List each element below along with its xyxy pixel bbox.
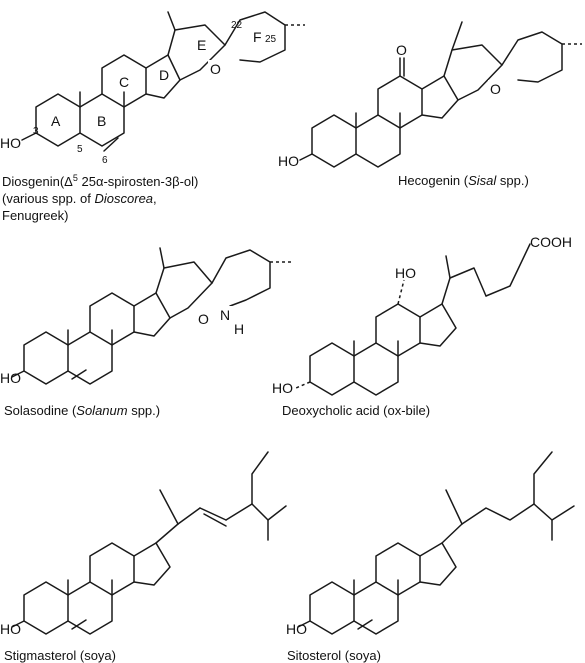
- ring-label-f: F: [253, 29, 262, 45]
- diosgenin-hydroxyl: HO: [0, 135, 21, 151]
- stigmasterol-structure: HO Stigmasterol (soya): [0, 451, 287, 663]
- sitosterol-caption: Sitosterol (soya): [287, 648, 381, 663]
- diosgenin-caption-line-1: Diosgenin(Δ5 25α-spirosten-3β-ol): [2, 173, 198, 189]
- carbon-number-25: 25: [265, 34, 277, 45]
- solasodine-structure: O N H HO Solasodine (Solanum spp.): [0, 247, 292, 418]
- diosgenin-caption-line-2: (various spp. of Dioscorea,: [2, 191, 157, 206]
- ring-label-b: B: [97, 113, 106, 129]
- hecogenin-oxygen: O: [490, 81, 501, 97]
- carbon-number-5: 5: [77, 144, 83, 155]
- deoxycholic-hydroxyl-bottom: HO: [272, 380, 293, 396]
- diosgenin-oxygen: O: [210, 61, 221, 77]
- ring-label-d: D: [159, 67, 169, 83]
- hecogenin-structure: O O HO Hecogenin (Sisal spp.): [278, 21, 582, 188]
- solasodine-n-hydrogen: H: [234, 321, 244, 337]
- ring-label-a: A: [51, 113, 61, 129]
- deoxycholic-carboxyl: COOH: [530, 234, 572, 250]
- hecogenin-caption: Hecogenin (Sisal spp.): [398, 173, 529, 188]
- deoxycholic-hydroxyl-top: HO: [395, 265, 416, 281]
- carbon-number-6: 6: [102, 155, 108, 166]
- hecogenin-name: Hecogenin: [398, 173, 460, 188]
- solasodine-oxygen: O: [198, 311, 209, 327]
- hecogenin-keto-oxygen: O: [396, 42, 407, 58]
- sitosterol-hydroxyl: HO: [286, 621, 307, 637]
- stigmasterol-hydroxyl: HO: [0, 621, 21, 637]
- carbon-number-22: 22: [231, 20, 243, 31]
- solasodine-name: Solasodine: [4, 403, 68, 418]
- deoxycholic-acid-structure: HO HO COOH Deoxycholic acid (ox-bile): [272, 234, 572, 418]
- solasodine-nitrogen: N: [220, 307, 230, 323]
- deoxycholic-acid-caption: Deoxycholic acid (ox-bile): [282, 403, 430, 418]
- solasodine-hydroxyl: HO: [0, 370, 21, 386]
- stigmasterol-caption: Stigmasterol (soya): [4, 648, 116, 663]
- ring-label-e: E: [197, 37, 206, 53]
- diosgenin-structure: O HO A B C D E F 3 5 6 22 25 Diosgenin(Δ…: [0, 11, 305, 223]
- diosgenin-caption-line-3: Fenugreek): [2, 208, 68, 223]
- hecogenin-hydroxyl: HO: [278, 153, 299, 169]
- carbon-number-3: 3: [33, 126, 39, 137]
- diosgenin-name: Diosgenin: [2, 174, 60, 189]
- ring-label-c: C: [119, 74, 129, 90]
- solasodine-caption: Solasodine (Solanum spp.): [4, 403, 160, 418]
- sitosterol-structure: HO Sitosterol (soya): [286, 451, 575, 663]
